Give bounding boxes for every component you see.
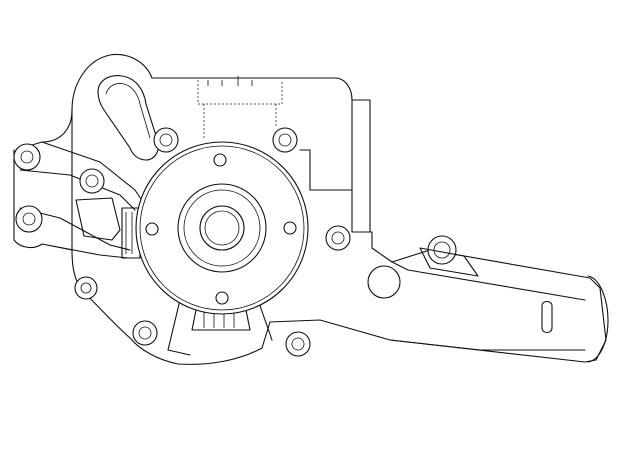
pulley-flange [135,141,309,315]
left-bolt-upper [13,143,41,171]
pulley-bolt-right [283,221,297,235]
bolt-left-mid [79,168,105,194]
shaft-stub-ribs [125,212,133,254]
bolt-bottom-left [132,320,158,346]
bolt-left-low [74,276,98,300]
top-ticks [207,76,253,86]
outlet-pipe [389,261,586,351]
lower-bracket-ribs [203,312,235,328]
upper-arm [21,109,73,149]
upper-arm-slot-inner [105,83,151,139]
bolt-upper-arm [153,127,179,153]
pulley-bolt-left [145,222,159,236]
outlet-slot [541,300,553,334]
outlet-flange [587,275,609,363]
housing-outline [71,53,607,365]
left-lug-frame [13,141,146,259]
shaft-stub [121,207,141,259]
bolt-bottom-right [285,331,311,357]
pulley-bolt-bottom [215,291,229,305]
bolt-right-side [325,225,351,251]
outlet-boss-base [419,247,479,277]
upper-arm-slot [97,75,159,161]
pulley-bolt-top [213,153,227,167]
knob [367,265,401,299]
hidden-feature [197,80,283,140]
left-bracket-pocket [75,197,121,241]
left-bolt-lower [15,205,43,233]
bolt-outlet-boss [427,235,457,265]
right-boss [299,99,371,233]
bolt-top-right [272,127,298,153]
